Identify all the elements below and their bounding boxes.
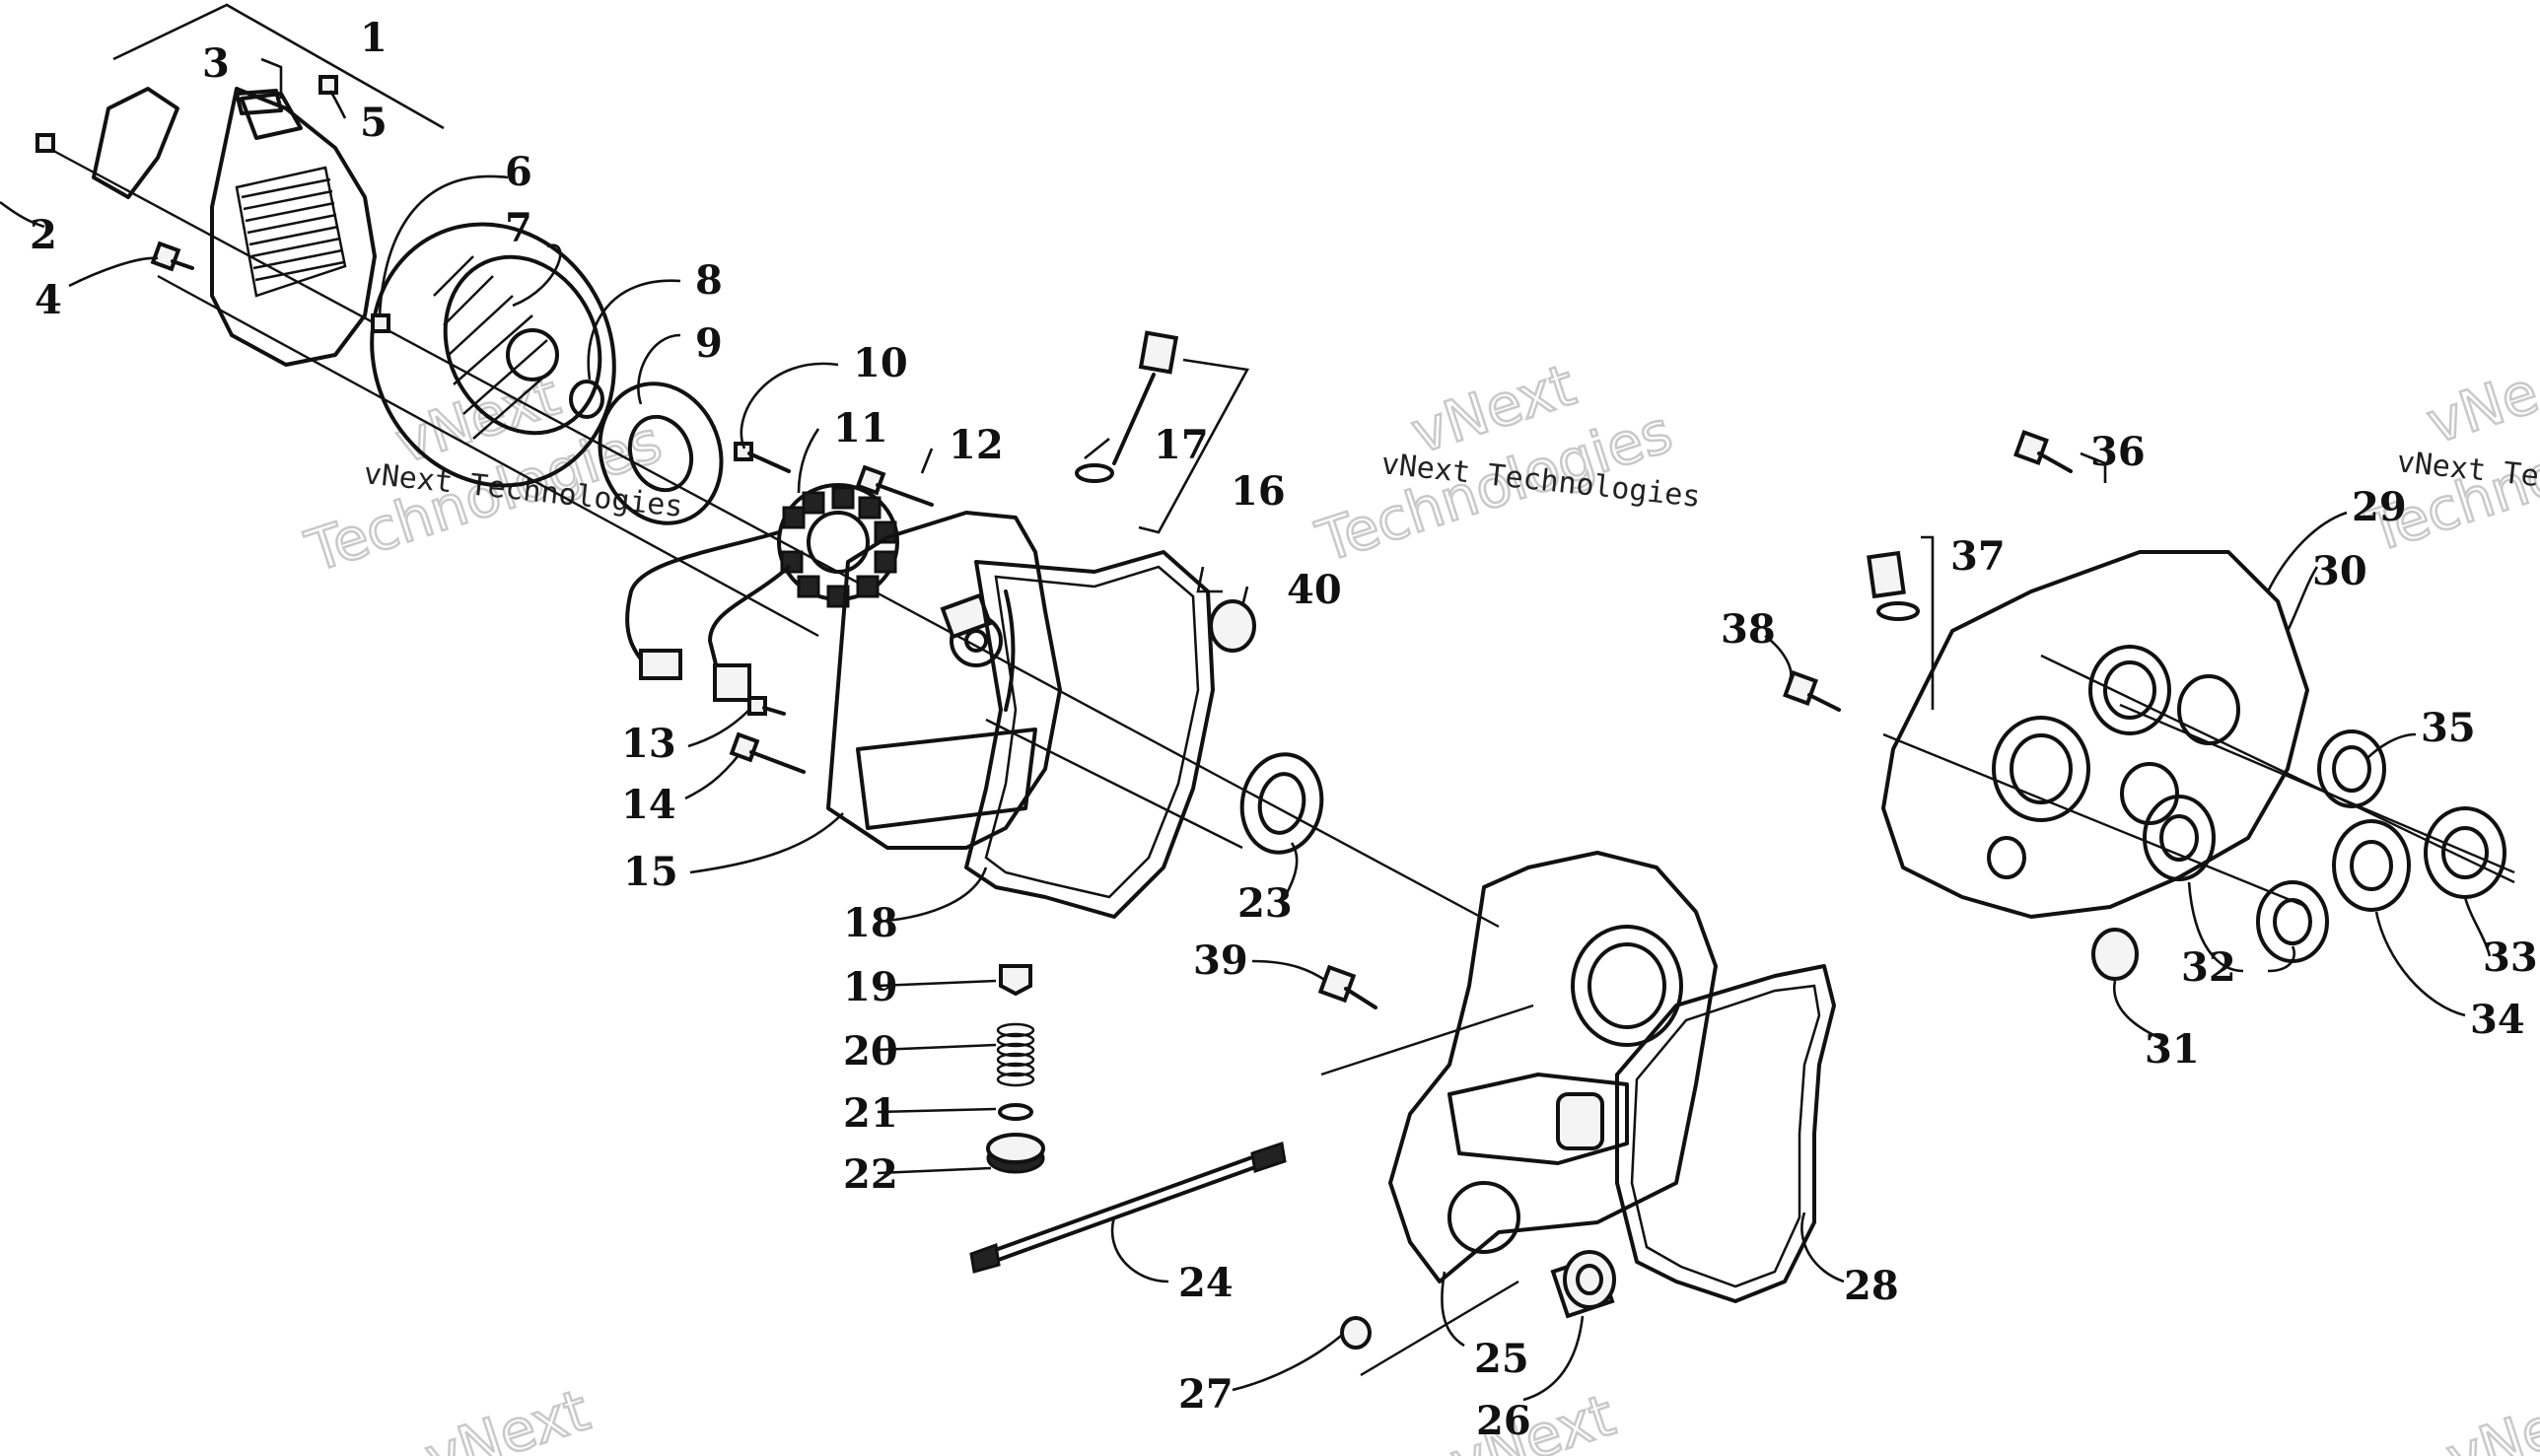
starter-hub xyxy=(569,380,724,525)
callout-39: 39 xyxy=(1193,937,1248,984)
bolt-12 xyxy=(855,464,934,507)
callout-6: 6 xyxy=(505,149,532,195)
callout-15: 15 xyxy=(623,849,678,895)
callout-12: 12 xyxy=(949,422,1004,468)
bolt-36 xyxy=(2013,430,2073,473)
leader-lines xyxy=(0,3,2492,1402)
bolt-14 xyxy=(729,731,806,774)
callout-3: 3 xyxy=(202,40,230,87)
callout-7: 7 xyxy=(505,205,532,251)
callout-2: 2 xyxy=(30,212,57,258)
screw-13 xyxy=(747,696,786,716)
screw-4 xyxy=(150,241,194,272)
right-case-half xyxy=(1881,550,2309,919)
callout-20: 20 xyxy=(843,1028,898,1075)
callout-31: 31 xyxy=(2145,1026,2200,1073)
screw-2 xyxy=(35,133,55,153)
callout-10: 10 xyxy=(853,340,908,386)
callout-34: 34 xyxy=(2470,997,2525,1043)
bearing-32a xyxy=(2143,795,2216,881)
bolt-39 xyxy=(1317,964,1377,1009)
dipstick xyxy=(1075,330,1179,483)
bearing-34 xyxy=(2332,819,2411,912)
callout-9: 9 xyxy=(695,320,723,367)
relief-valve-stack xyxy=(986,964,1045,1174)
callout-26: 26 xyxy=(1476,1398,1531,1444)
oil-seal xyxy=(1239,752,1324,855)
long-stud xyxy=(969,1142,1287,1274)
dowel-pin-40 xyxy=(1209,599,1256,653)
callout-16: 16 xyxy=(1231,468,1286,515)
fan-shroud-cover xyxy=(92,87,377,367)
callout-28: 28 xyxy=(1844,1263,1899,1309)
callout-14: 14 xyxy=(621,782,676,828)
flywheel xyxy=(370,222,616,488)
callout-30: 30 xyxy=(2312,548,2367,594)
left-crankcase-cover xyxy=(826,511,1062,850)
callout-18: 18 xyxy=(843,900,898,946)
main-crankcase xyxy=(1388,851,1718,1283)
assembly-axes xyxy=(43,144,2515,1377)
callout-38: 38 xyxy=(1721,606,1776,653)
callout-24: 24 xyxy=(1178,1260,1234,1306)
callout-21: 21 xyxy=(843,1090,898,1137)
crankcase-gasket xyxy=(1615,964,1836,1303)
callout-40: 40 xyxy=(1287,567,1342,613)
screw-5 xyxy=(318,75,338,95)
callout-33: 33 xyxy=(2483,935,2538,981)
watermark-big-5: vNext xyxy=(1443,1381,1622,1456)
watermark-big-6: vNext xyxy=(2438,1376,2540,1456)
cover-gasket xyxy=(964,550,1215,919)
callout-22: 22 xyxy=(843,1151,898,1198)
bolt-38 xyxy=(1783,670,1841,712)
watermark-group: vNext Technologies vNext Technologies vN… xyxy=(297,350,2540,1456)
callout-32: 32 xyxy=(2181,944,2236,991)
callout-8: 8 xyxy=(695,257,723,304)
drain-plug-37 xyxy=(1867,550,1920,621)
callout-11: 11 xyxy=(833,405,888,451)
pin-27 xyxy=(1340,1316,1372,1350)
callout-5: 5 xyxy=(360,100,388,146)
screw-6 xyxy=(371,313,390,333)
callout-labels: 1 2 3 4 5 6 7 8 9 10 11 12 13 14 15 16 1… xyxy=(30,15,2538,1444)
callout-23: 23 xyxy=(1237,880,1293,927)
callout-25: 25 xyxy=(1474,1336,1529,1382)
callout-19: 19 xyxy=(843,964,898,1010)
bearing-31 xyxy=(2091,928,2139,981)
callout-36: 36 xyxy=(2090,429,2146,475)
watermark-big-4: vNext xyxy=(417,1376,597,1456)
callout-35: 35 xyxy=(2421,705,2476,751)
callout-29: 29 xyxy=(2352,484,2407,530)
callout-17: 17 xyxy=(1154,422,1209,468)
watermark-big-3a: vNe xyxy=(2419,359,2540,457)
callout-1: 1 xyxy=(360,15,388,61)
bushing-26 xyxy=(1550,1250,1616,1319)
callout-27: 27 xyxy=(1178,1371,1234,1418)
callout-13: 13 xyxy=(621,721,676,767)
bearing-35 xyxy=(2317,729,2386,808)
callout-4: 4 xyxy=(35,277,62,323)
callout-37: 37 xyxy=(1950,533,2006,580)
